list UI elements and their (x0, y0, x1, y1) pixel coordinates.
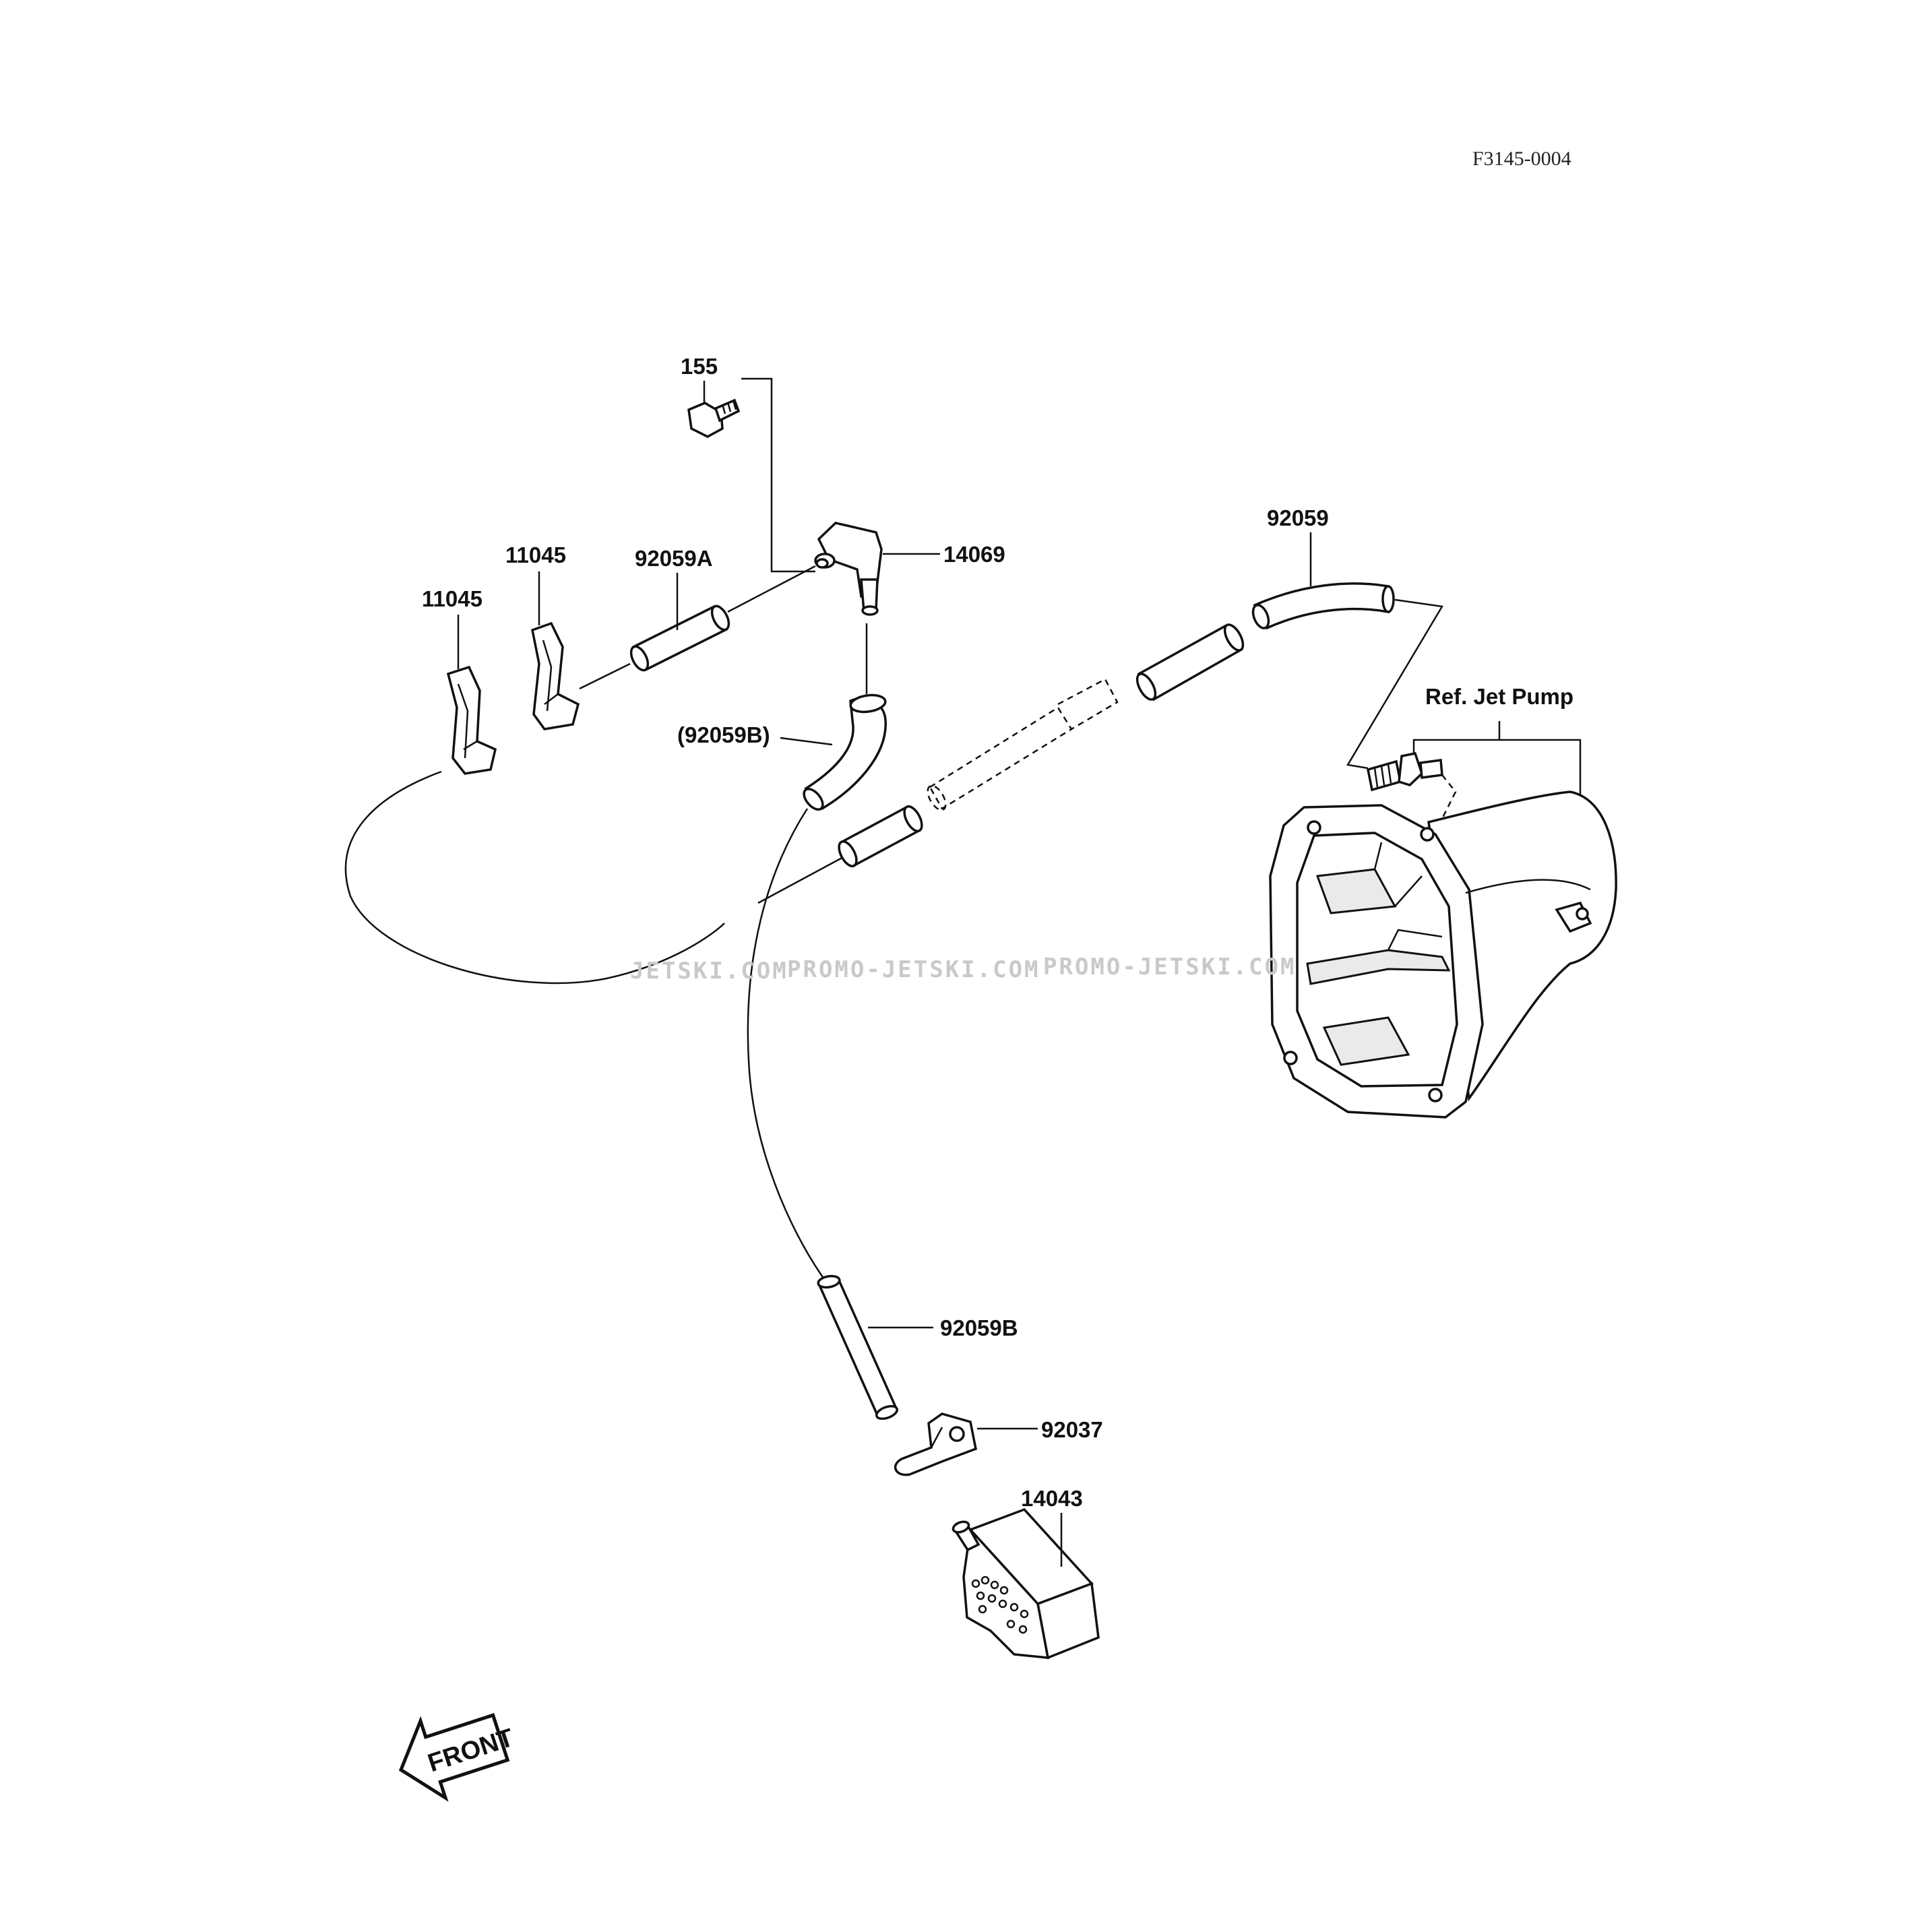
label-92059b-ref: (92059B) (677, 722, 770, 747)
label-11045-lower: 11045 (422, 586, 482, 611)
hose-hidden-dashed (927, 678, 1119, 811)
watermark-2: PROMO-JETSKI.COM (787, 956, 1040, 983)
front-arrow: FRONT (398, 1713, 517, 1802)
label-92059a: 92059A (635, 546, 713, 571)
hose-92059a[interactable] (627, 604, 732, 673)
hose-mid-right[interactable] (1133, 622, 1247, 702)
hose-92059b[interactable] (817, 1274, 899, 1421)
watermark-3: PROMO-JETSKI.COM (1043, 954, 1297, 980)
jet-pump-nozzle-fitting[interactable] (1366, 751, 1443, 792)
clip-11045-lower[interactable] (446, 665, 497, 775)
clip-11045-upper[interactable] (530, 621, 580, 730)
label-92059b: 92059B (940, 1315, 1018, 1340)
label-92059: 92059 (1267, 505, 1329, 530)
diagram-code: F3145-0004 (1472, 148, 1571, 170)
label-155: 155 (681, 354, 718, 379)
label-ref-jet-pump: Ref. Jet Pump (1425, 684, 1573, 709)
label-92037: 92037 (1041, 1417, 1103, 1442)
label-14043: 14043 (1021, 1486, 1083, 1511)
jet-pump-housing (1269, 790, 1617, 1119)
hose-92059b-bent[interactable] (801, 693, 887, 813)
filter-14043[interactable] (952, 1507, 1100, 1660)
clamp-92037[interactable] (894, 1412, 978, 1476)
watermark-1: JETSKI.COM (630, 958, 788, 985)
bolt-155[interactable] (687, 398, 741, 438)
hose-92059[interactable] (1250, 582, 1395, 631)
fitting-14069[interactable] (814, 522, 883, 616)
label-11045-upper: 11045 (505, 542, 566, 567)
label-14069: 14069 (943, 542, 1005, 567)
hose-short-center[interactable] (836, 804, 925, 869)
